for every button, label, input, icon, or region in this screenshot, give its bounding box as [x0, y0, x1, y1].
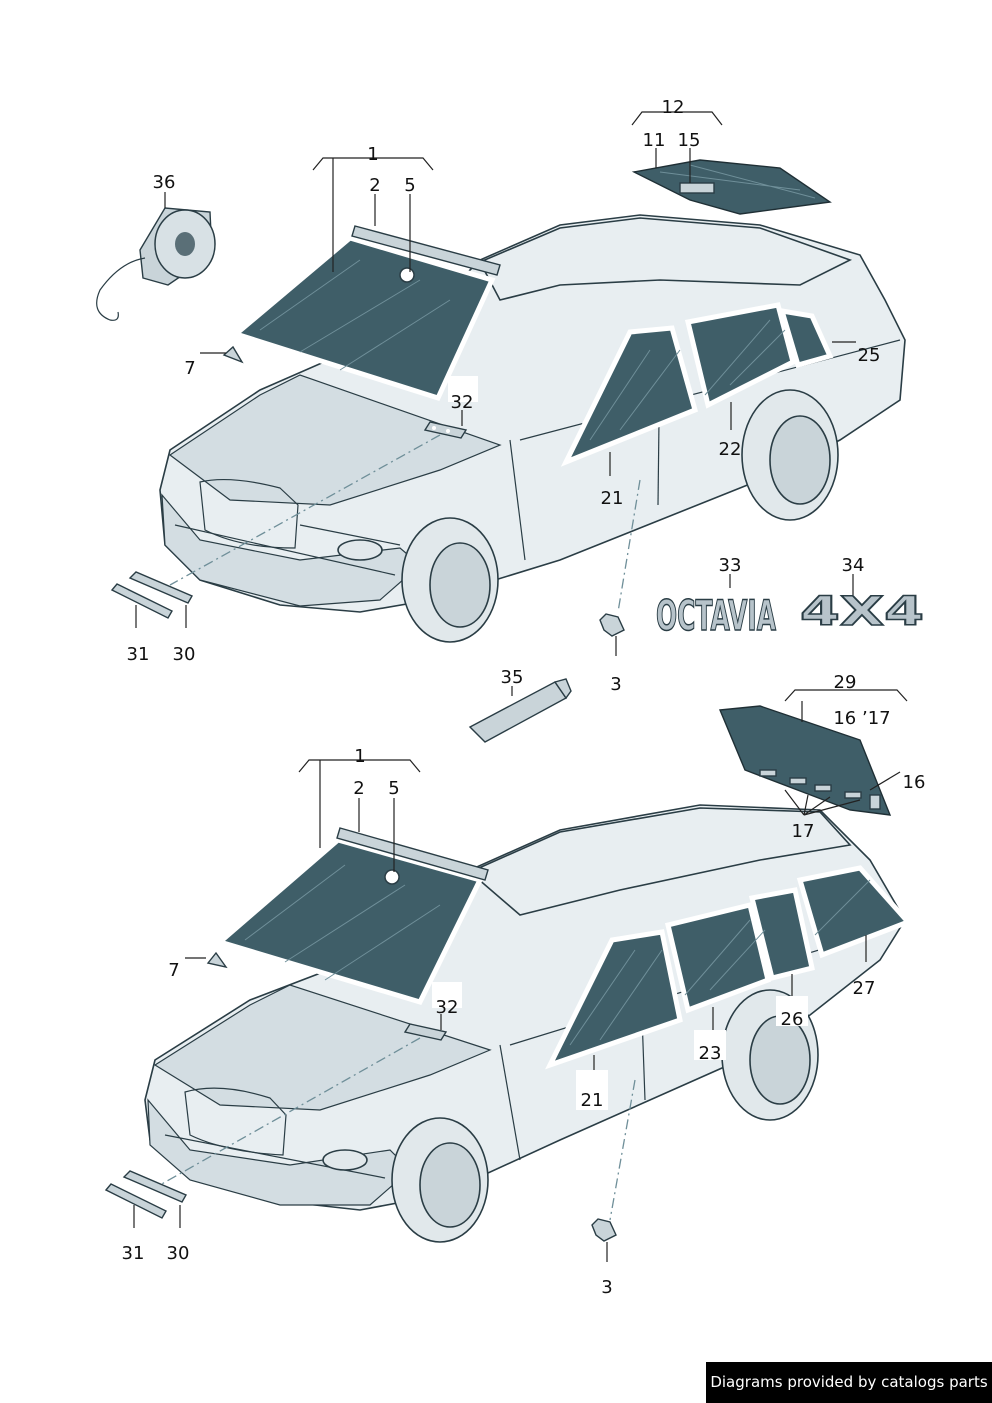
four-by-four-badge: 4X4 [800, 589, 924, 635]
callout-1b: 1 [354, 746, 365, 767]
rear-window-bracket [679, 182, 715, 194]
trim-cap-bottom [206, 951, 228, 969]
callout-2b: 2 [353, 778, 364, 799]
callout-29: 29 [834, 672, 857, 693]
label-bg-23 [694, 1030, 726, 1060]
callout-21b: 21 [581, 1090, 604, 1111]
label-bg-32a [448, 376, 478, 402]
rear-quarter-window [778, 307, 834, 369]
callout-32a: 32 [451, 392, 474, 413]
callout-16: 16 [903, 772, 926, 793]
callout-23: 23 [699, 1043, 722, 1064]
callout-2a: 2 [369, 175, 380, 196]
label-bg-21b [576, 1070, 608, 1110]
rear-quarter-window-b [748, 887, 815, 982]
callout-7b: 7 [168, 960, 179, 981]
callout-3b: 3 [601, 1277, 612, 1298]
callout-12: 12 [662, 97, 685, 118]
callout-36: 36 [153, 172, 176, 193]
callout-27: 27 [853, 978, 876, 999]
adhesive-roll [96, 207, 216, 321]
mirror-base [423, 421, 468, 439]
callout-26: 26 [781, 1009, 804, 1030]
octavia-badge: OCTAVIA [656, 591, 776, 640]
callout-11: 11 [643, 130, 666, 151]
estate-illustration [144, 804, 913, 1243]
rear-door-window [684, 302, 796, 409]
label-bg-26 [776, 996, 808, 1026]
callout-33: 33 [719, 555, 742, 576]
trim-cap-top [222, 345, 244, 364]
label-bg-32b [432, 982, 462, 1008]
callout-5a: 5 [404, 175, 415, 196]
callout-15: 15 [678, 130, 701, 151]
callout-31a: 31 [127, 644, 150, 665]
callout-34: 34 [842, 555, 865, 576]
mirror-base-b [403, 1023, 448, 1041]
windscreen-trim-strip [351, 225, 501, 276]
sensor-part [399, 267, 415, 283]
sedan-illustration [159, 159, 906, 643]
washer-jet-trims-bottom [104, 1170, 187, 1219]
footer-credit: Diagrams provided by catalogs parts [706, 1362, 992, 1403]
callout-25: 25 [858, 345, 881, 366]
callout-30a: 30 [173, 644, 196, 665]
rear-window-glass [631, 159, 832, 215]
clip-part-top [599, 613, 625, 637]
washer-jet-trims-top [110, 571, 193, 619]
callout-numbers: 1 2 5 7 11 12 15 21 22 25 30 31 32 3 33 … [122, 97, 926, 1298]
callout-17: 17 [792, 821, 815, 842]
windscreen-trim-strip-b [336, 827, 489, 881]
callout-21a: 21 [601, 488, 624, 509]
cargo-side-window [796, 865, 913, 959]
callout-5b: 5 [388, 778, 399, 799]
callout-31b: 31 [122, 1243, 145, 1264]
front-door-window-b [545, 929, 683, 1070]
tailgate-glass [718, 705, 892, 816]
callout-35: 35 [501, 667, 524, 688]
sealant-tube [468, 678, 572, 743]
callout-32b: 32 [436, 997, 459, 1018]
callout-22: 22 [719, 439, 742, 460]
windscreen-glass [230, 235, 496, 402]
callout-7a: 7 [184, 358, 195, 379]
clip-part-bottom [591, 1218, 617, 1242]
callout-1a: 1 [367, 144, 378, 165]
leader-lines [133, 111, 908, 1262]
callout-3a: 3 [610, 674, 621, 695]
sensor-part-b [384, 869, 400, 885]
callout-16-17: 16 ’17 [833, 708, 890, 729]
callout-30b: 30 [167, 1243, 190, 1264]
